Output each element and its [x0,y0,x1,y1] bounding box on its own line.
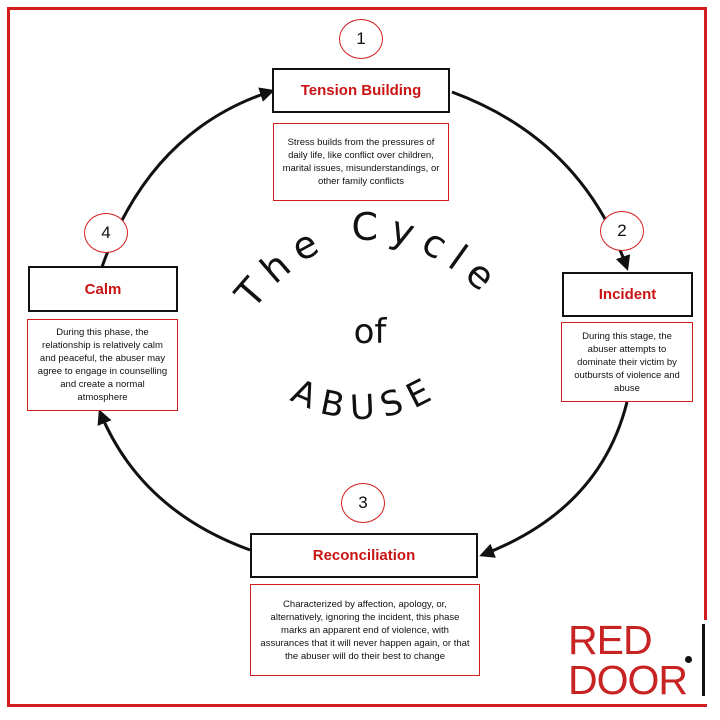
stage-1-title: Tension Building [272,68,450,113]
stage-4-description: During this phase, the relationship is r… [27,319,178,411]
logo-line-door: DOOR [568,657,688,703]
stage-4-number: 4 [84,213,128,253]
arrow-1-to-2 [451,90,631,271]
title-abuse: ABUSE [285,367,445,428]
red-door-logo: RED DOOR [566,620,712,704]
title-cycle: The Cycle [226,205,511,317]
page-border [7,7,707,707]
stage-3-title: Reconciliation [250,533,478,578]
stage-3-description: Characterized by affection, apology, or,… [250,584,480,676]
arrow-4-to-1 [100,87,275,268]
logo-bar [702,624,705,696]
stage-2-description: During this stage, the abuser attempts t… [561,322,693,402]
stage-2-title: Incident [562,272,693,317]
logo-dot [685,656,692,663]
arrow-3-to-4 [97,409,251,552]
arrow-2-to-3 [479,401,629,558]
stage-2-number: 2 [600,211,644,251]
stage-4-title: Calm [28,266,178,312]
stage-3-number: 3 [341,483,385,523]
stage-1-description: Stress builds from the pressures of dail… [273,123,449,201]
title-of: of [353,312,387,352]
stage-1-number: 1 [339,19,383,59]
logo-line-red: RED [568,617,653,663]
